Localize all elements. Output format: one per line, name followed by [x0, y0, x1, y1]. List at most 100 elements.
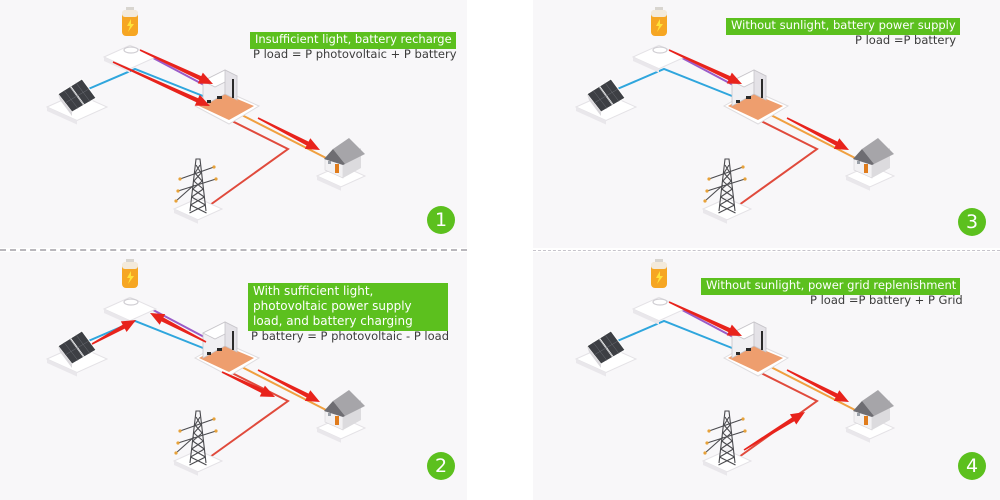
pv-wire — [85, 67, 209, 99]
battery-icon — [102, 259, 158, 325]
tower-arm — [708, 418, 744, 432]
battery-icon — [102, 7, 158, 73]
load-wire — [231, 109, 331, 161]
mode-heading: Without sunlight, power grid replenishme… — [701, 278, 961, 295]
insulator — [176, 189, 180, 193]
mode-formula: P load =P battery — [855, 33, 957, 47]
power-tower-icon — [172, 158, 224, 224]
flow-arrow-pv-to-battery-junction — [91, 320, 136, 345]
diagram-mode-3 — [574, 7, 896, 224]
pv-wire — [614, 319, 738, 351]
tower-arm — [706, 430, 746, 444]
battery-icon — [631, 259, 687, 325]
mode-heading: With sufficient light, photovoltaic powe… — [248, 283, 448, 331]
flow-arrow-battery-to-inverter — [668, 301, 742, 336]
house-icon — [315, 138, 367, 191]
lightning-icon — [656, 19, 663, 32]
house-door — [864, 164, 868, 173]
house-door — [864, 416, 868, 425]
load-wire — [231, 361, 331, 413]
grid-wire — [209, 369, 290, 458]
insulator — [741, 165, 745, 169]
tower-frame — [718, 158, 736, 212]
house-door — [335, 416, 339, 425]
step-badge: 4 — [958, 452, 986, 480]
house-window — [857, 161, 860, 164]
house-window — [328, 161, 331, 164]
house-icon — [844, 138, 896, 191]
inverter-icon — [722, 321, 790, 377]
insulator — [743, 177, 747, 181]
mode-formula: P load =P battery + P Grid — [810, 293, 963, 307]
house-window — [328, 413, 331, 416]
house-icon — [844, 390, 896, 443]
insulator — [214, 429, 218, 433]
tower-arm — [708, 166, 744, 180]
pv-wire — [85, 319, 209, 351]
flow-arrow-inverter-to-grid — [221, 371, 275, 397]
tower-frame — [189, 410, 207, 464]
grid-wire — [738, 117, 819, 206]
house-roof — [862, 390, 894, 416]
diagram-group — [574, 7, 896, 224]
insulator — [212, 417, 216, 421]
panel-mode-4: Without sunlight, power grid replenishme… — [533, 252, 1000, 500]
tower-frame — [189, 158, 207, 212]
solar-panel-icon — [574, 330, 638, 377]
panel-mode-1: Insufficient light, battery recharge P l… — [0, 0, 467, 248]
battery-platform — [102, 296, 158, 322]
insulator — [214, 177, 218, 181]
panel-mode-3: Without sunlight, battery power supply P… — [533, 0, 1000, 248]
flow-arrow-battery-to-inverter — [139, 49, 213, 84]
house-roof — [862, 138, 894, 164]
diagram-group — [45, 259, 367, 476]
step-badge: 3 — [958, 208, 986, 236]
lightning-icon — [127, 271, 134, 284]
insulator — [178, 429, 182, 433]
solar-panel-icon — [45, 78, 109, 125]
mode-heading: Without sunlight, battery power supply — [726, 18, 960, 35]
divider-right — [533, 250, 1000, 251]
inverter-icon — [193, 321, 261, 377]
tower-arm — [179, 166, 215, 180]
flow-arrow-inverter-to-house — [786, 369, 849, 402]
flow-arrow-grid-to-inverter — [743, 412, 805, 451]
diagram-mode-4 — [574, 259, 896, 476]
mode-formula: P battery = P photovoltaic - P load — [251, 329, 450, 343]
solar-panel-icon — [45, 330, 109, 377]
load-wire — [760, 361, 860, 413]
insulator — [705, 441, 709, 445]
insulator — [707, 177, 711, 181]
mode-formula: P load = P photovoltaic + P battery — [253, 47, 457, 61]
insulator — [212, 165, 216, 169]
insulator — [743, 429, 747, 433]
insulator — [705, 189, 709, 193]
insulator — [703, 451, 707, 455]
flow-arrow-inverter-to-house — [257, 117, 320, 150]
tower-arm — [177, 178, 217, 192]
insulator — [174, 199, 178, 203]
power-tower-icon — [172, 410, 224, 476]
grid-wire — [209, 117, 290, 206]
battery-icon — [631, 7, 687, 73]
insulator — [174, 451, 178, 455]
power-tower-icon — [701, 410, 753, 476]
lightning-icon — [656, 271, 663, 284]
power-tower-icon — [701, 158, 753, 224]
load-wire — [760, 109, 860, 161]
flow-arrow-inverter-to-battery — [150, 313, 207, 343]
flow-arrow-inverter-to-house — [786, 117, 849, 150]
grid-wire — [738, 369, 819, 458]
step-badge: 2 — [427, 452, 455, 480]
panel-mode-2: With sufficient light, photovoltaic powe… — [0, 252, 467, 500]
battery-platform — [631, 296, 687, 322]
house-roof — [333, 138, 365, 164]
diagram-group — [45, 7, 367, 224]
mode-heading: Insufficient light, battery recharge — [250, 32, 456, 49]
diagram-mode-1 — [45, 7, 367, 224]
house-window — [857, 413, 860, 416]
diagram-group — [574, 259, 896, 476]
battery-platform — [102, 44, 158, 70]
tower-arm — [177, 430, 217, 444]
house-door — [335, 164, 339, 173]
